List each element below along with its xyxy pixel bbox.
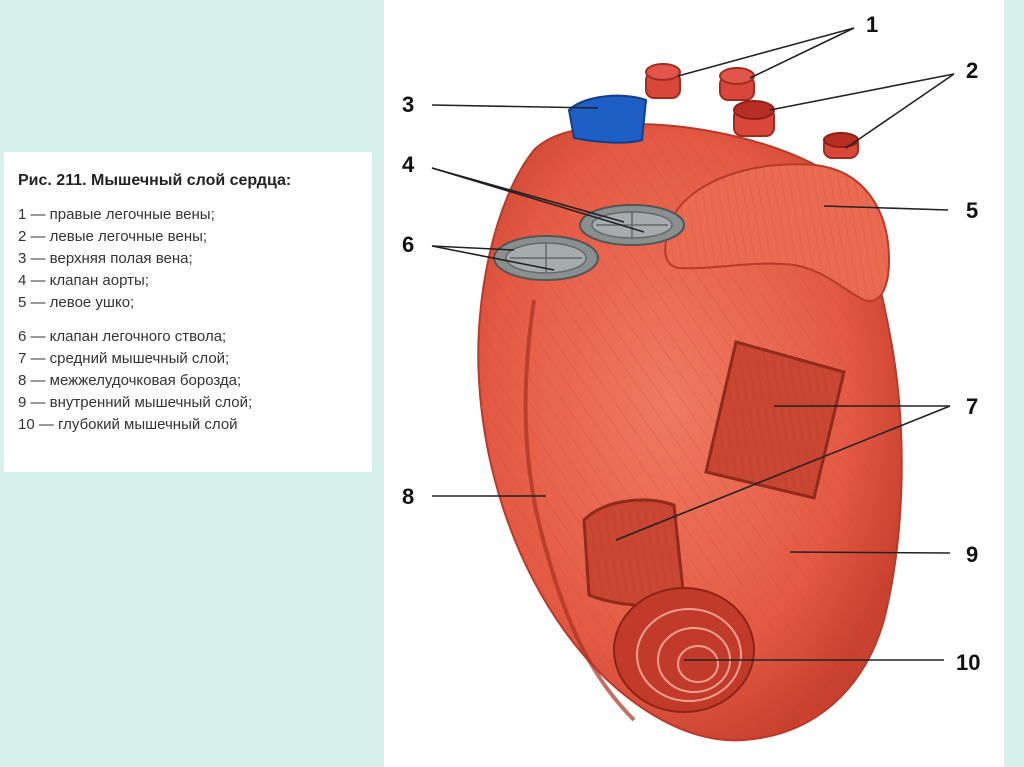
label-2: 2 [966,58,978,83]
legend-item-8: 8 — межжелудочковая борозда; [18,372,242,389]
label-7: 7 [966,394,978,419]
label-10: 10 [956,650,980,675]
legend-item-1: 1 — правые легочные вены; [18,206,215,223]
middle-muscle-window-upper [704,340,846,500]
legend-item-2: 2 — левые легочные вены; [18,228,208,245]
deep-muscle-layer [613,587,755,713]
middle-muscle-window-lower [582,498,686,607]
label-5: 5 [966,198,978,223]
legend-item-7: 7 — средний мышечный слой; [18,350,230,367]
left-pulmonary-veins [733,100,859,159]
interventricular-groove [523,299,636,722]
heart-fibers [478,124,902,741]
aortic-valve [579,204,685,246]
legend-item-4: 4 — клапан аорты; [18,272,149,289]
legend-item-10: 10 — глубокий мышечный слой [18,416,238,433]
legend-item-9: 9 — внутренний мышечный слой; [18,394,253,411]
heart-illustration: 1 2 3 4 5 6 7 8 9 10 [402,12,980,742]
figure-caption: Рис. 211. Мышечный слой сердца: 1 — прав… [4,152,372,472]
legend-item-6: 6 — клапан легочного ствола; [18,328,227,345]
label-9: 9 [966,542,978,567]
legend-item-3: 3 — верхняя полая вена; [18,250,193,267]
label-3: 3 [402,92,414,117]
label-1: 1 [866,12,878,37]
label-4: 4 [402,152,415,177]
superior-vena-cava [567,94,648,144]
right-edge-strip [1004,0,1024,767]
caption-title: Рис. 211. Мышечный слой сердца: [18,172,292,189]
pulmonary-valve [493,235,599,281]
legend-list: 1 — правые легочные вены; 2 — левые лего… [18,204,372,436]
legend-item-5: 5 — левое ушко; [18,294,135,311]
leader-lines [431,27,955,661]
label-8: 8 [402,484,414,509]
label-6: 6 [402,232,414,257]
right-pulmonary-veins [645,63,755,101]
